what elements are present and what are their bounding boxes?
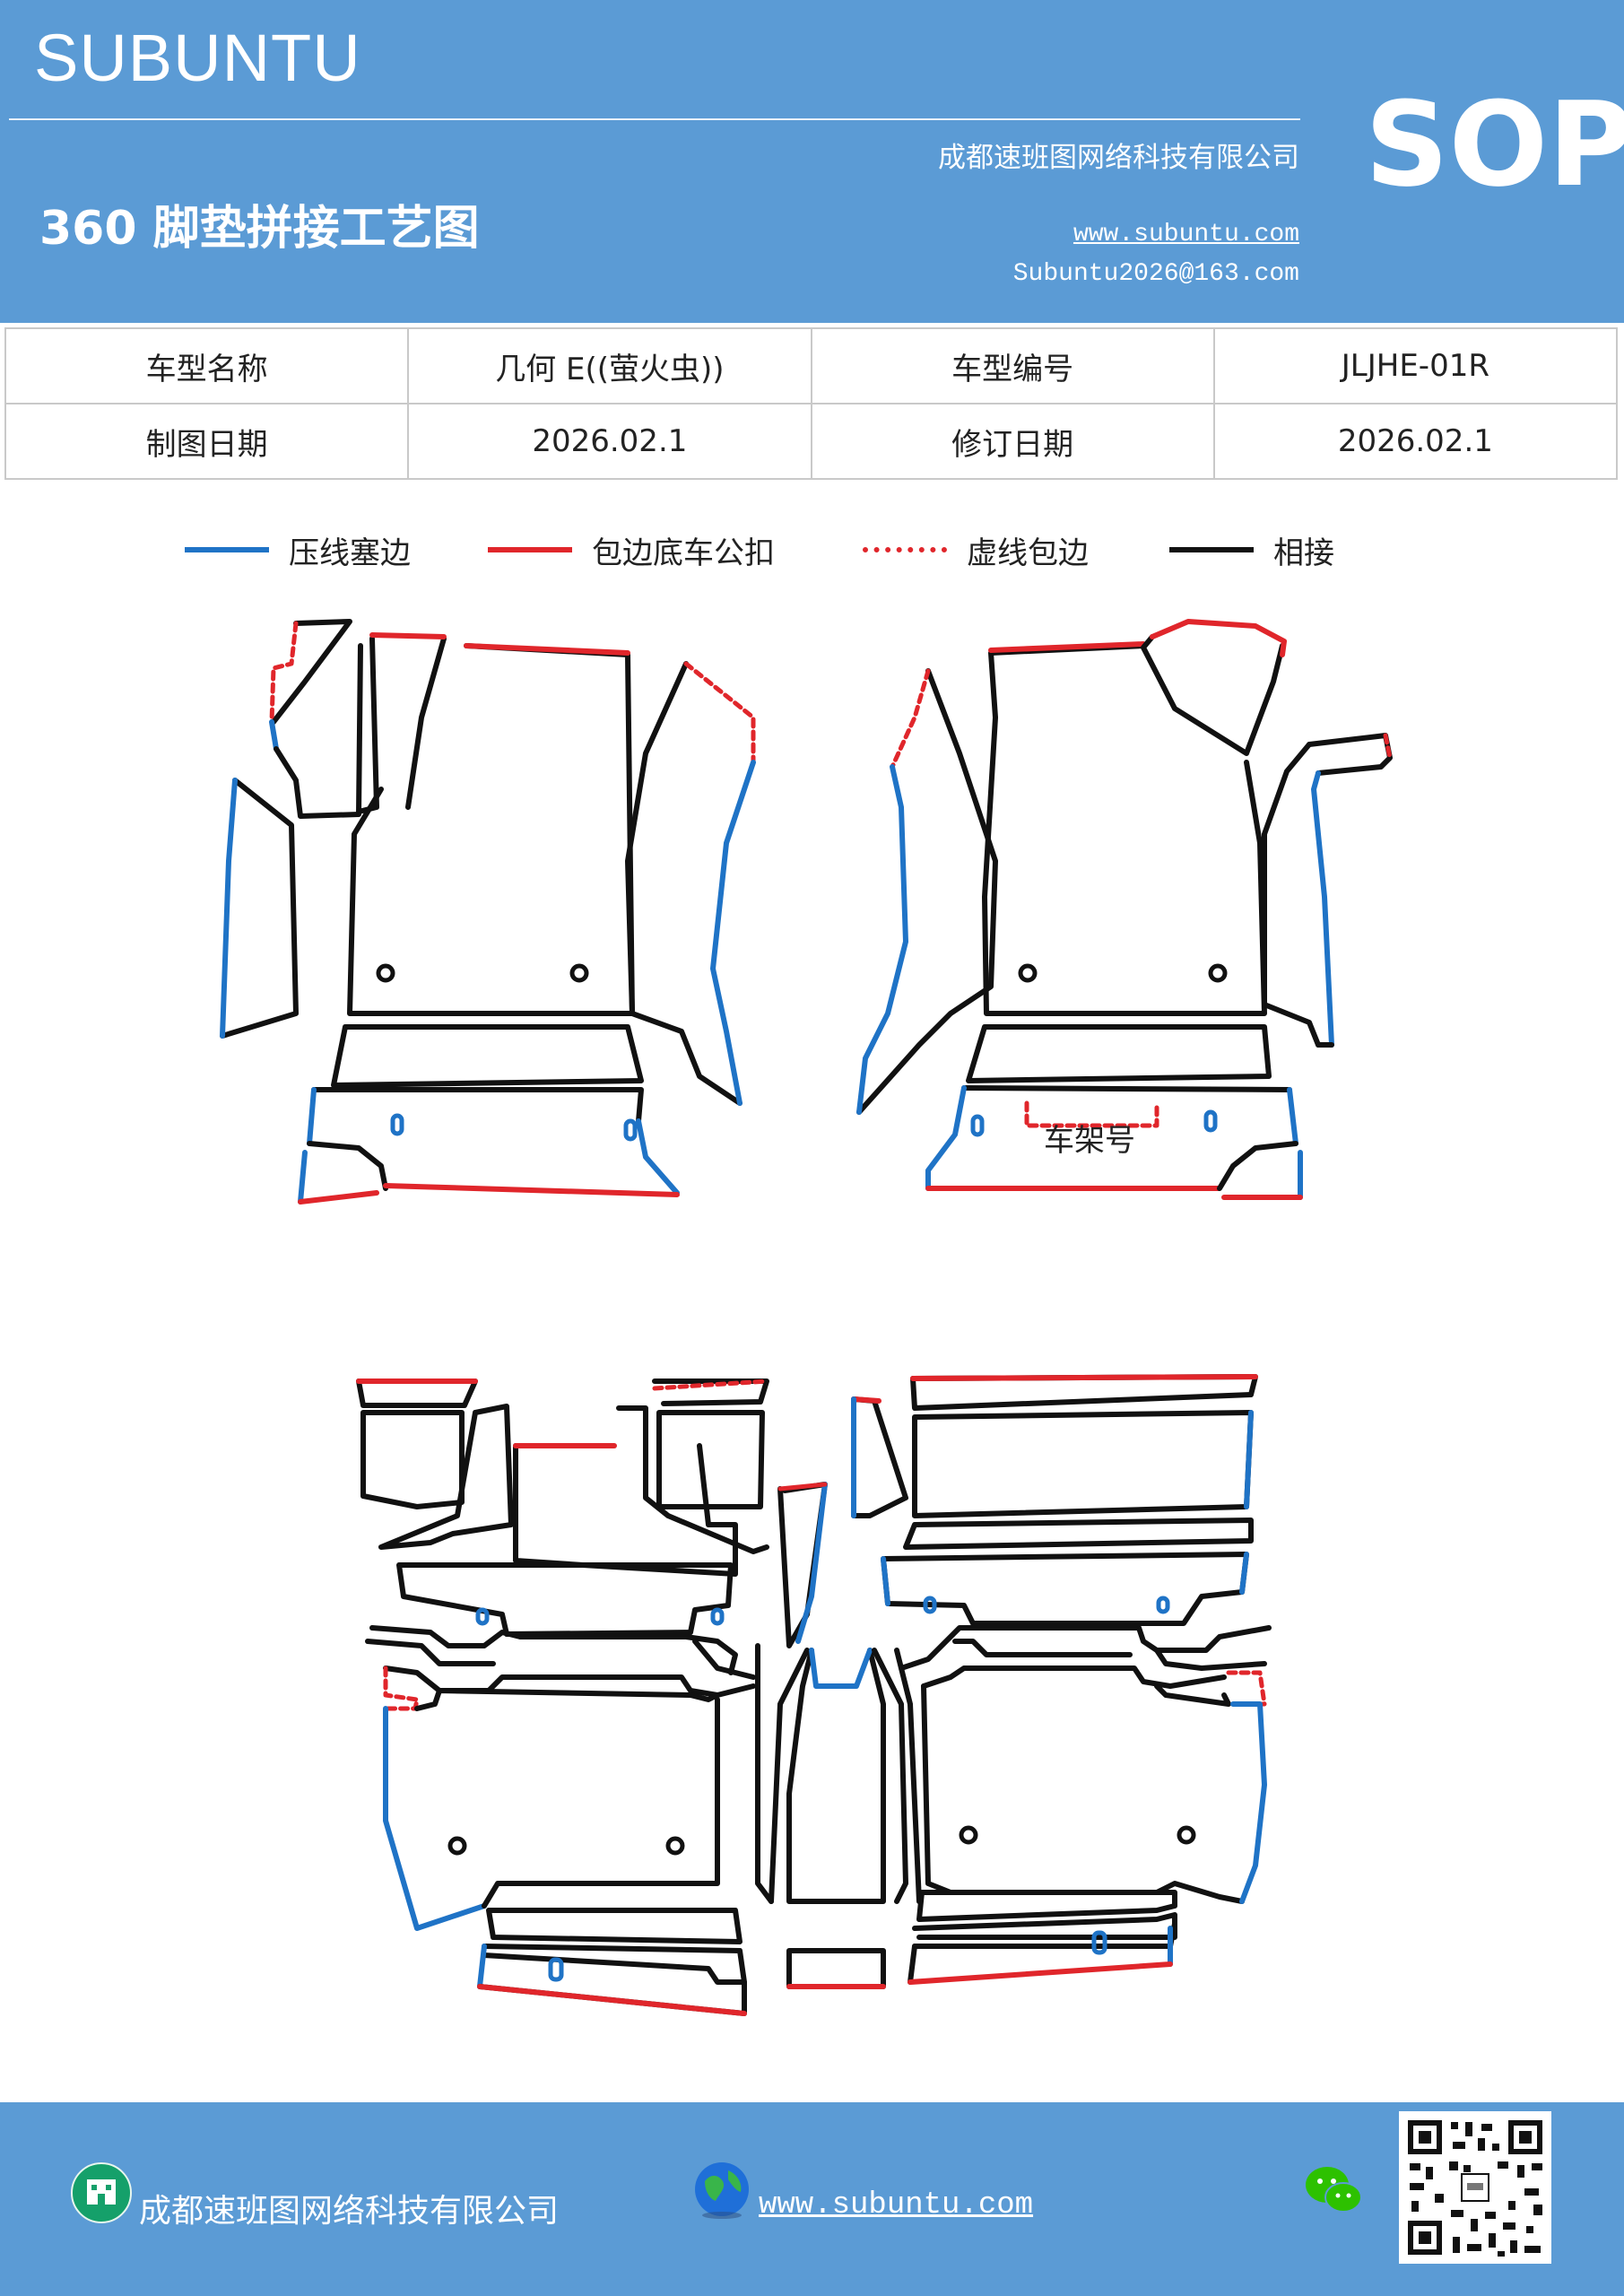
legend-swatch-join [1169, 547, 1254, 552]
header-band: SUBUNTU 成都速班图网络科技有限公司 360 脚垫拼接工艺图 www.su… [0, 0, 1624, 323]
legend-item: 相接 [1169, 527, 1334, 572]
footer-band: 成都速班图网络科技有限公司 www.subuntu.com [0, 2102, 1624, 2296]
line-legend: 压线塞边 包边底车公扣 虚线包边 相接 [0, 527, 1624, 572]
building-icon [71, 2162, 132, 2223]
legend-swatch-press [185, 547, 269, 552]
wechat-icon[interactable] [1302, 2163, 1365, 2217]
model-name-label: 车型名称 [4, 327, 410, 404]
legend-item: 包边底车公扣 [488, 527, 775, 572]
footer-website-link[interactable]: www.subuntu.com [759, 2188, 1034, 2222]
email-address: Subuntu2026@163.com [1012, 260, 1299, 288]
globe-icon [695, 2162, 749, 2219]
legend-item: 压线塞边 [185, 527, 411, 572]
model-code-label: 车型编号 [810, 327, 1215, 404]
revise-date-label: 修订日期 [810, 403, 1215, 480]
vehicle-info-table: 车型名称 几何 E((萤火虫)) 车型编号 JLJHE-01R 制图日期 202… [4, 327, 1619, 480]
draw-date-value: 2026.02.1 [407, 403, 812, 480]
website-link[interactable]: www.subuntu.com [1073, 221, 1299, 248]
sop-badge: SOP [1365, 76, 1624, 213]
mat-group-rear-left [356, 1378, 769, 2016]
revise-date-value: 2026.02.1 [1212, 403, 1619, 480]
model-name-value: 几何 E((萤火虫)) [407, 327, 812, 404]
legend-label: 压线塞边 [289, 535, 411, 571]
legend-swatch-wrap [488, 547, 572, 552]
qr-code [1399, 2111, 1551, 2264]
legend-label: 相接 [1273, 535, 1334, 571]
table-row: 车型名称 几何 E((萤火虫)) 车型编号 JLJHE-01R [4, 327, 1619, 404]
model-code-value: JLJHE-01R [1212, 327, 1619, 404]
mat-group-front-right: 车架号 [856, 619, 1393, 1200]
page-title: 360 脚垫拼接工艺图 [39, 202, 480, 256]
mat-group-rear-right [851, 1374, 1272, 1985]
legend-swatch-dotted [863, 547, 947, 552]
floor-mat-diagram: 车架号 [220, 619, 1393, 2016]
draw-date-label: 制图日期 [4, 403, 410, 480]
chassis-number-label: 车架号 [1044, 1123, 1135, 1159]
footer-company: 成都速班图网络科技有限公司 [139, 2193, 560, 2230]
brand-logo: SUBUNTU [34, 21, 361, 95]
mat-group-front-left [220, 619, 756, 1205]
company-name: 成都速班图网络科技有限公司 [938, 142, 1299, 174]
legend-label: 虚线包边 [967, 535, 1089, 571]
table-row: 制图日期 2026.02.1 修订日期 2026.02.1 [4, 403, 1619, 480]
legend-item: 虚线包边 [863, 527, 1089, 572]
header-divider [9, 118, 1300, 120]
legend-label: 包边底车公扣 [592, 535, 775, 571]
